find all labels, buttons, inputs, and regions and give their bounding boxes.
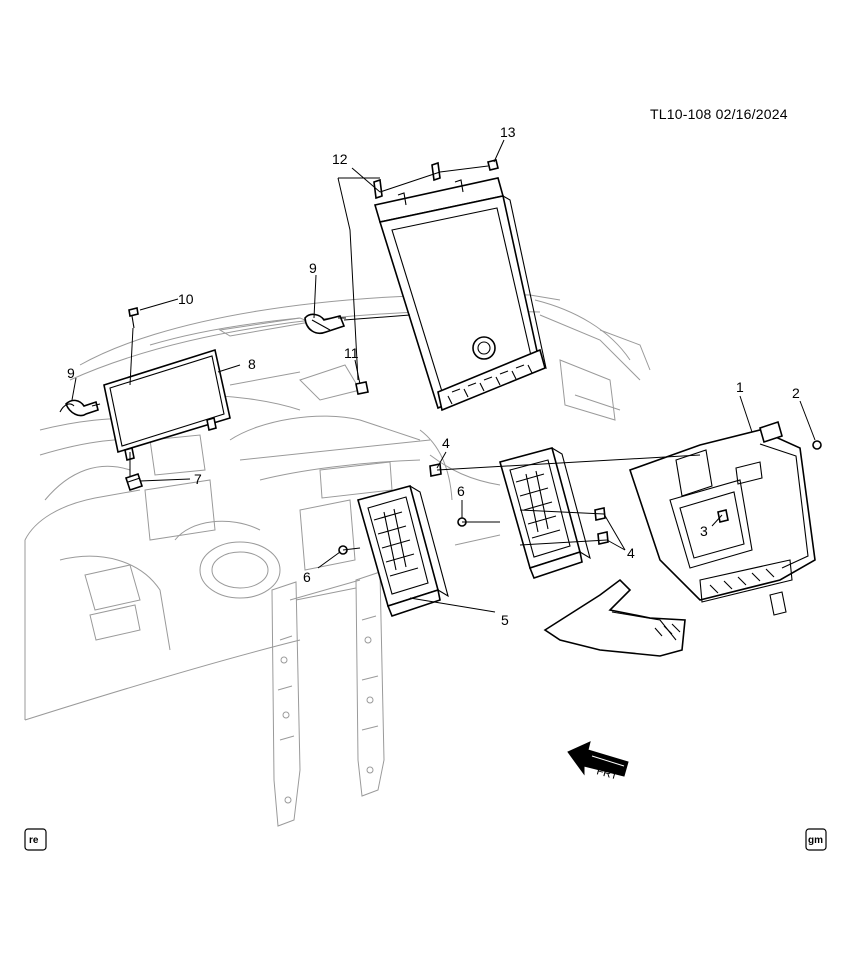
corner-mark-left: re — [24, 828, 47, 851]
screw-10 — [128, 307, 139, 329]
callout-labels: 1 2 3 4 4 5 6 6 7 8 9 9 10 11 12 13 — [67, 124, 800, 628]
clip-7 — [124, 472, 144, 492]
callout-2: 2 — [792, 385, 800, 401]
leader-lines — [71, 139, 816, 613]
fuse-block-left-5 — [357, 485, 449, 617]
fastener-4-upper — [429, 463, 442, 477]
front-label: FRT — [595, 765, 619, 782]
display-module-12 — [373, 161, 547, 412]
svg-text:re: re — [29, 835, 39, 846]
callout-4-lower: 4 — [627, 545, 635, 561]
callout-1: 1 — [736, 379, 744, 395]
callout-6-right: 6 — [457, 483, 465, 499]
fastener-11 — [355, 381, 369, 395]
callout-8: 8 — [248, 356, 256, 372]
harness-connector-9-right — [304, 313, 346, 334]
callout-5: 5 — [501, 612, 509, 628]
callout-3: 3 — [700, 523, 708, 539]
svg-text:gm: gm — [808, 835, 823, 846]
callout-7: 7 — [194, 471, 202, 487]
callout-9-right: 9 — [309, 260, 317, 276]
callout-11: 11 — [344, 345, 359, 361]
center-display-8 — [103, 348, 231, 462]
callout-13: 13 — [500, 124, 516, 140]
fastener-4-lower-b — [597, 531, 609, 545]
callout-10: 10 — [178, 291, 194, 307]
callout-6-left: 6 — [303, 569, 311, 585]
lower-trim-panel — [543, 578, 686, 657]
corner-mark-right: gm — [805, 828, 827, 851]
callout-4-upper: 4 — [442, 435, 450, 451]
drawing-reference: TL10-108 02/16/2024 — [650, 106, 788, 122]
callout-12: 12 — [332, 151, 348, 167]
front-direction-marker: FRT — [567, 741, 629, 782]
harness-connector-9-left — [59, 399, 99, 417]
callout-9-left: 9 — [67, 365, 75, 381]
fastener-13 — [487, 159, 499, 171]
support-brackets — [271, 571, 385, 827]
fuse-block-right-5 — [499, 447, 591, 579]
clip-3 — [717, 509, 729, 523]
fastener-2 — [812, 440, 822, 450]
front-arrow-icon — [567, 741, 629, 777]
